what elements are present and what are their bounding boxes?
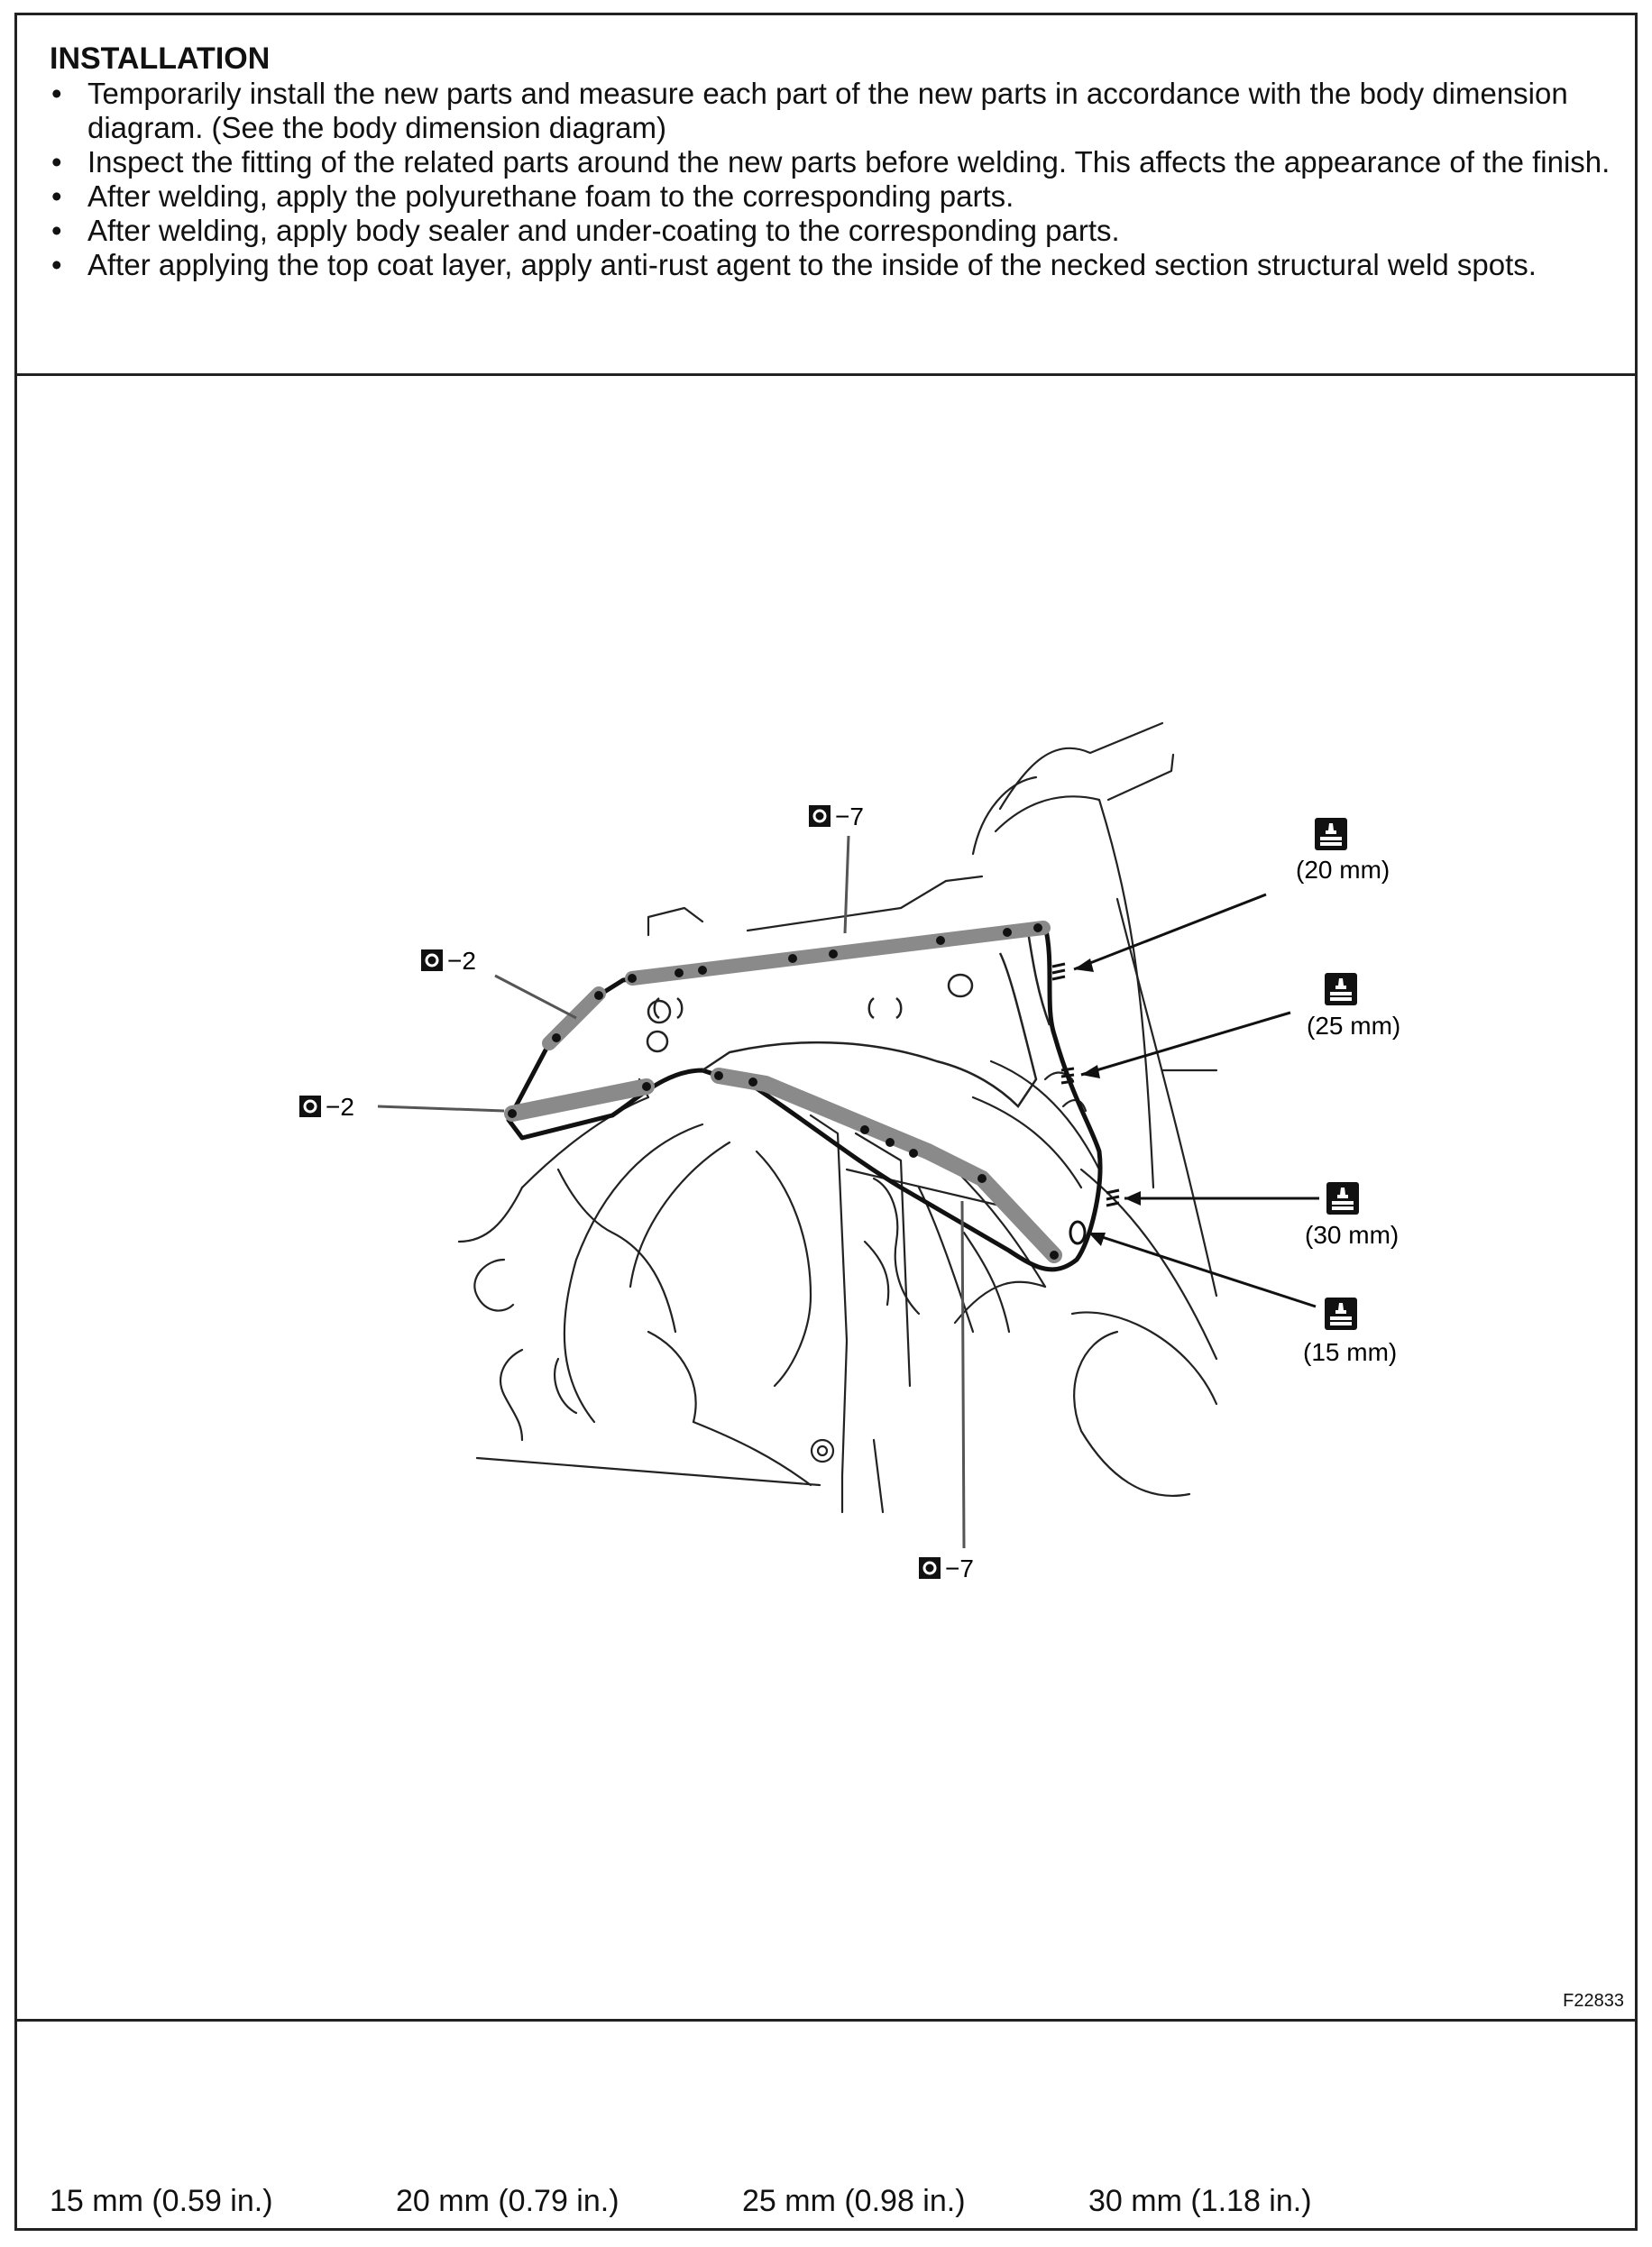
legend-item-30mm: 30 mm (1.18 in.): [1088, 2184, 1312, 2218]
sealer-marks: [1051, 962, 1120, 1245]
weld-callout-text: −2: [447, 947, 476, 975]
legend-item-25mm: 25 mm (0.98 in.): [742, 2184, 966, 2218]
bullet-dot: •: [51, 248, 62, 281]
installation-bullets: • Temporarily install the new parts and m…: [50, 77, 1635, 282]
weld-callout-top: −7: [807, 802, 864, 934]
bullet-item: • After welding, apply the polyurethane f…: [50, 179, 1635, 214]
page-frame: INSTALLATION • Temporarily install the ne…: [14, 13, 1638, 2231]
weld-callout-bottom: −7: [917, 1200, 974, 1582]
weld-callout-upper-left: −2: [419, 947, 577, 1020]
sealer-callout-30mm: (30 mm): [1124, 1182, 1399, 1249]
weld-callout-text: −7: [945, 1555, 974, 1582]
bullet-dot: •: [51, 179, 62, 213]
bullet-text: After applying the top coat layer, apply…: [87, 248, 1537, 281]
legend-item-15mm: 15 mm (0.59 in.): [50, 2184, 273, 2218]
sealer-length-label: (15 mm): [1303, 1338, 1397, 1366]
installation-title: INSTALLATION: [50, 41, 271, 76]
sealer-length-label: (30 mm): [1305, 1221, 1399, 1249]
bullet-dot: •: [51, 145, 62, 179]
legend-item-20mm: 20 mm (0.79 in.): [396, 2184, 620, 2218]
bullet-text: Inspect the fitting of the related parts…: [87, 145, 1611, 179]
bullet-text: After welding, apply the polyurethane fo…: [87, 179, 1014, 213]
weld-callout-text: −2: [326, 1093, 354, 1121]
sealer-callout-25mm: (25 mm): [1080, 973, 1400, 1078]
installation-section: INSTALLATION • Temporarily install the ne…: [17, 15, 1635, 376]
bullet-item: • Inspect the fitting of the related part…: [50, 145, 1635, 179]
bullet-item: • After applying the top coat layer, appl…: [50, 248, 1635, 282]
weld-callout-left: −2: [298, 1093, 505, 1121]
weld-bands: [504, 921, 1062, 1263]
sealer-callout-15mm: (15 mm): [1088, 1231, 1397, 1366]
bullet-text: After welding, apply body sealer and und…: [87, 214, 1120, 247]
sealer-legend: 15 mm (0.59 in.) 20 mm (0.79 in.) 25 mm …: [17, 2022, 1635, 2231]
bullet-dot: •: [51, 77, 62, 110]
bullet-item: • Temporarily install the new parts and m…: [50, 77, 1635, 145]
bullet-text: Temporarily install the new parts and me…: [87, 77, 1568, 144]
weld-spots: [508, 923, 1059, 1260]
body-panel-illustration: −7 −2 −2 −7 (20 mm): [298, 721, 1400, 1582]
sealer-length-label: (25 mm): [1307, 1012, 1400, 1040]
sealer-length-label: (20 mm): [1296, 856, 1390, 884]
figure-section: −7 −2 −2 −7 (20 mm): [17, 376, 1635, 2022]
bullet-dot: •: [51, 214, 62, 247]
figure-code: F22833: [1563, 1991, 1624, 2011]
sealer-callout-20mm: (20 mm): [1073, 818, 1390, 972]
weld-callout-text: −7: [835, 802, 864, 830]
bullet-item: • After welding, apply body sealer and un…: [50, 214, 1635, 248]
